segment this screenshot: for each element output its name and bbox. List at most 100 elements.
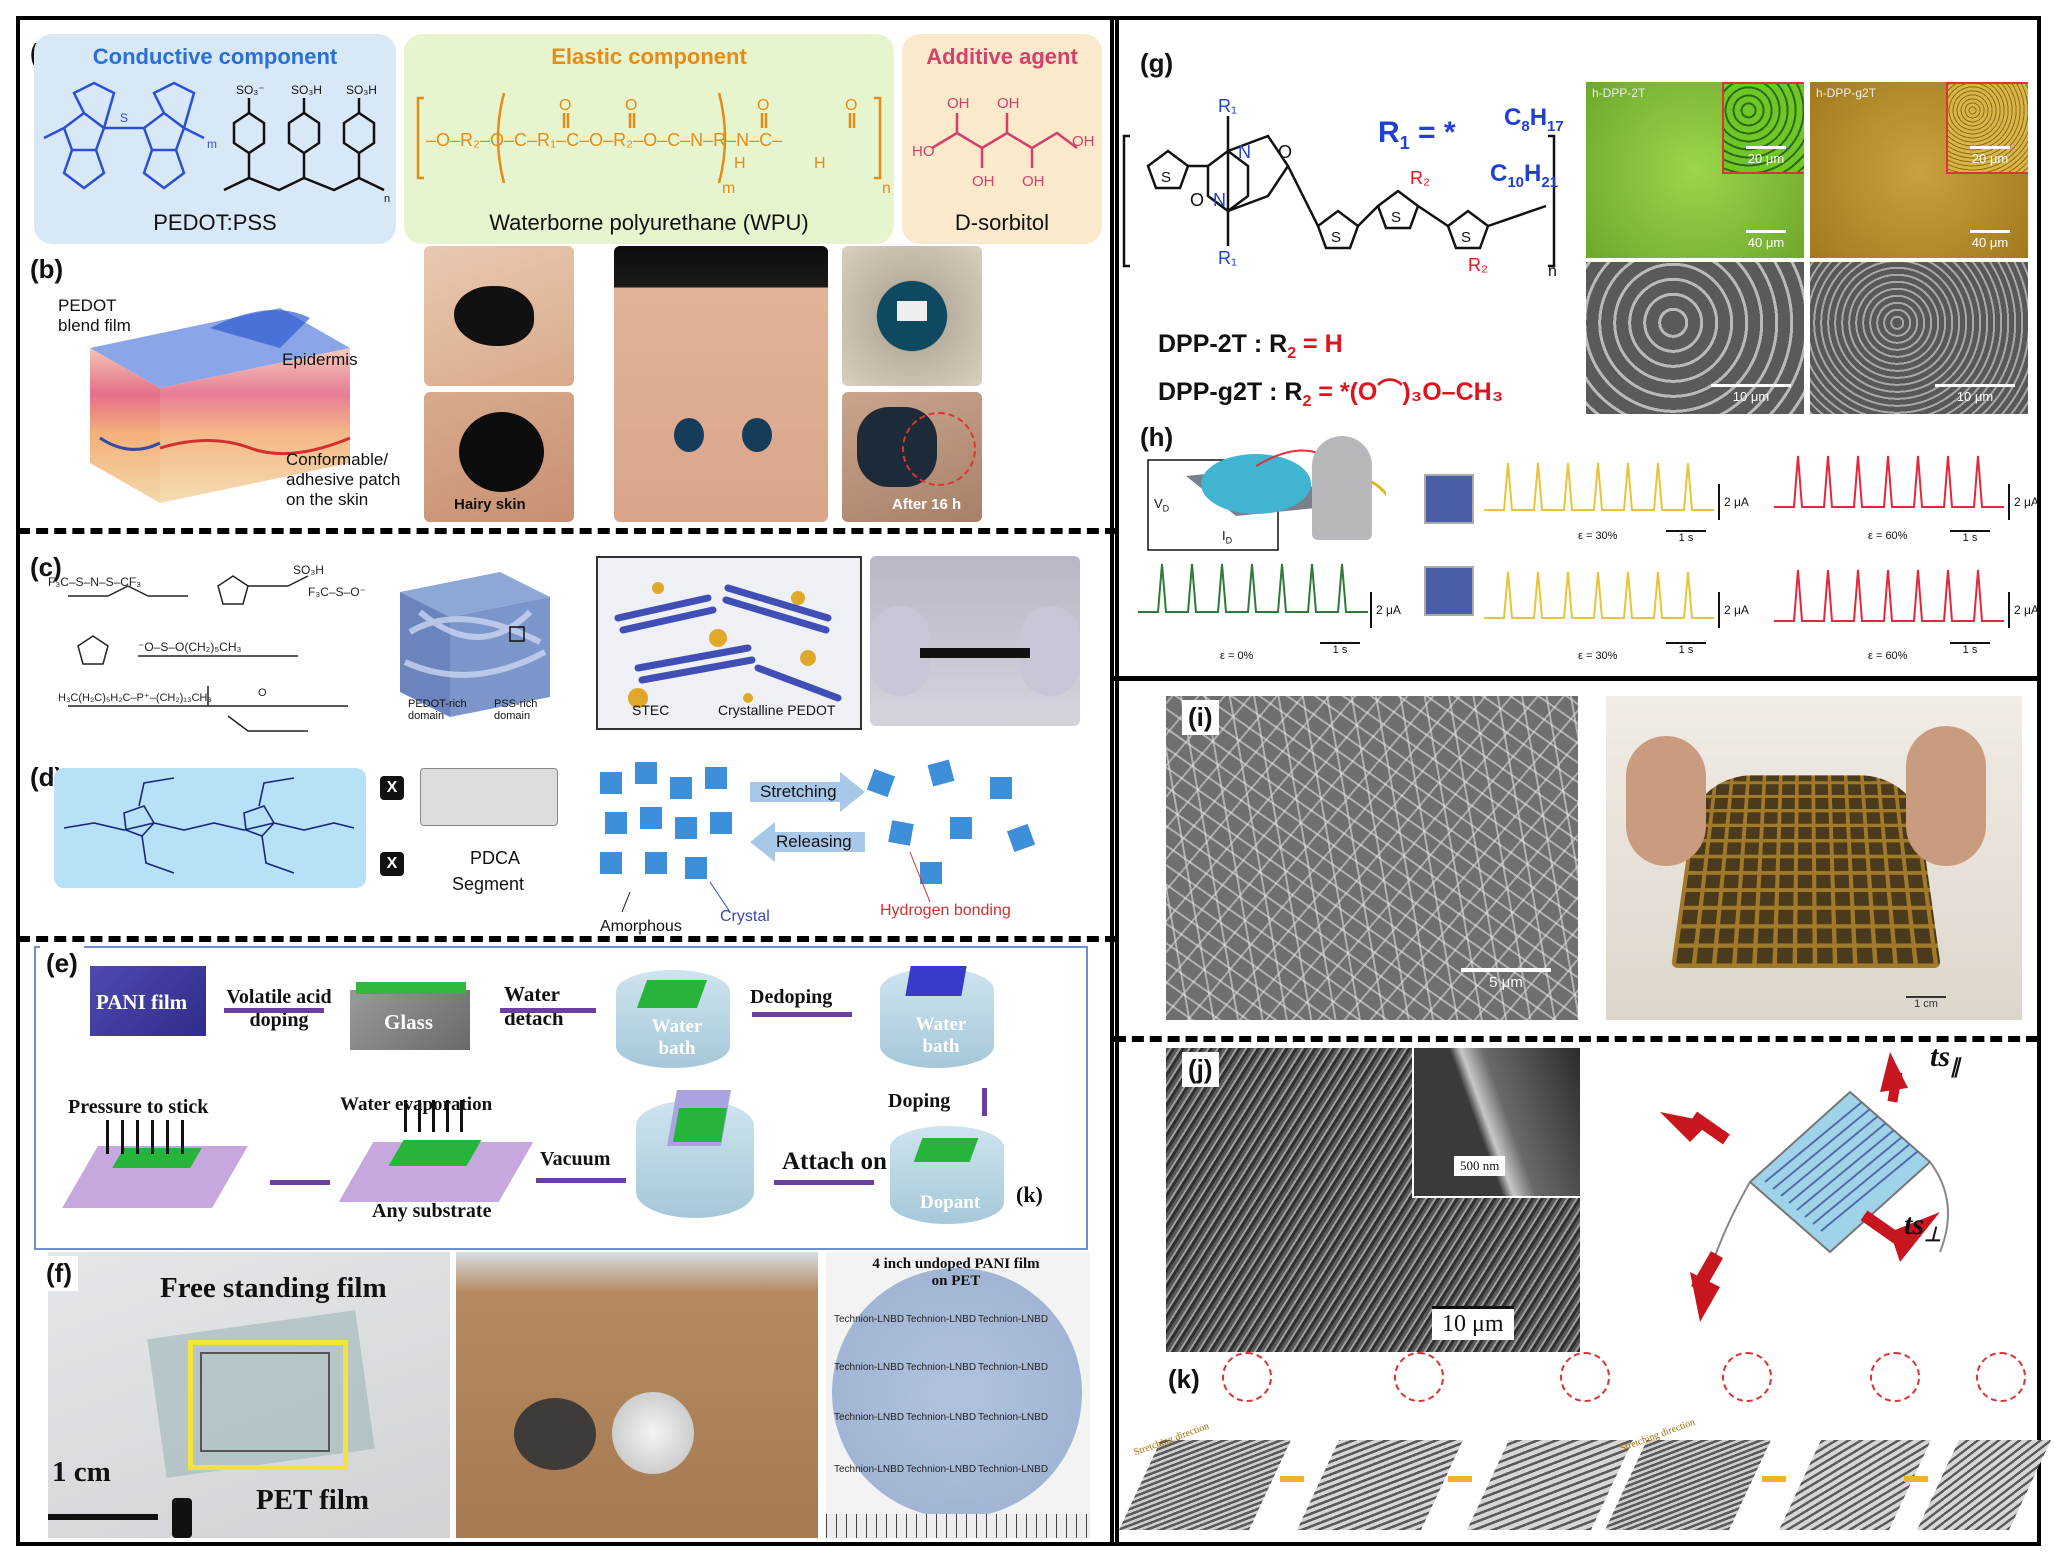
dedoping-label: Dedoping: [750, 986, 833, 1008]
pressure-to-stick-label: Pressure to stick: [68, 1096, 209, 1118]
svg-text:R₂: R₂: [1410, 168, 1430, 188]
k-zoom-6: [1976, 1352, 2026, 1402]
panel-e-frame: [34, 946, 1088, 1250]
stec-crystalline-zoom: STEC Crystalline PEDOT: [596, 556, 862, 730]
ts-parallel-label: ts∥: [1930, 1040, 1961, 1078]
svg-text:O: O: [1190, 190, 1204, 210]
panel-g-label: (g): [1134, 46, 1180, 81]
watermark-5: Technion-LNBD: [906, 1362, 977, 1373]
arrow-5: [536, 1178, 626, 1183]
panel-c-label: (c): [24, 550, 68, 585]
g-scale-6: 10 μm: [1930, 384, 2020, 404]
current-bar-5: 2 μA: [2008, 592, 2039, 628]
k-zoom-1: [1222, 1352, 1272, 1402]
svg-text:N: N: [1213, 190, 1226, 210]
svg-text:n: n: [1548, 263, 1557, 280]
current-bar-1: 2 μA: [1718, 484, 1749, 520]
g-scale-3: 20 μm: [1960, 146, 2020, 166]
watermark-7: Technion-LNBD: [834, 1412, 905, 1423]
polymer-backbone-box: [54, 768, 366, 888]
svg-text:m: m: [722, 180, 735, 197]
free-standing-film-photo: [48, 1252, 450, 1538]
pani-film-label: PANI film: [96, 990, 188, 1014]
g-scale-1: 20 μm: [1736, 146, 1796, 166]
attach-on-label: Attach on: [782, 1148, 887, 1175]
time-bar-4: 1 s: [1666, 642, 1706, 656]
svg-text:R₂: R₂: [1468, 255, 1488, 275]
dpp-2t-label: DPP-2T : R: [1158, 330, 1288, 358]
additive-agent-box: Additive agent HO OH OH OH OH OH D-sorbi…: [902, 34, 1102, 244]
svg-text:S: S: [1461, 229, 1471, 246]
nanofiber-sem: 5 μm: [1166, 696, 1578, 1020]
svg-text:O: O: [845, 97, 857, 114]
k-arrow-4: [1904, 1476, 1928, 1482]
svg-text:N: N: [1238, 142, 1251, 162]
signal-trace-red-1: [1774, 455, 2004, 508]
panel-f-label: (f): [40, 1256, 78, 1291]
time-bar-3: 1 s: [1320, 642, 1360, 656]
svg-text:O: O: [757, 97, 769, 114]
panel-k-label: (k): [1162, 1362, 1206, 1397]
divider-b-c: [18, 528, 1117, 534]
inner-k-label: (k): [1016, 1182, 1043, 1207]
x-label-2: X: [380, 852, 404, 876]
peeling-photo: [424, 246, 574, 386]
crystal-label: Crystal: [720, 908, 770, 925]
watermark-1: Technion-LNBD: [834, 1314, 905, 1325]
current-bar-4: 2 μA: [1718, 592, 1749, 628]
k-zoom-2: [1394, 1352, 1444, 1402]
stretch-device-2: [1424, 566, 1474, 616]
svg-text:–O–R₂–O–C–R₁–C–O–R₂–O–C–N–R–N–: –O–R₂–O–C–R₁–C–O–R₂–O–C–N–R–N–C–: [426, 130, 782, 150]
strain-30-par: ε = 30%: [1578, 530, 1618, 542]
svg-text:OH: OH: [997, 95, 1020, 112]
svg-text:F₃C–S–O⁻: F₃C–S–O⁻: [308, 585, 366, 599]
patch-closeup-photo: [842, 246, 982, 386]
current-bar-2: 2 μA: [2008, 484, 2040, 520]
h-dpp-g2t-label: h-DPP-g2T: [1816, 86, 1877, 100]
svg-text:SO₃⁻: SO₃⁻: [236, 83, 265, 97]
hydrogen-bonding-label: Hydrogen bonding: [880, 902, 1011, 919]
epidermis-label: Epidermis: [282, 350, 358, 369]
r1-definition: R1 = *: [1378, 116, 1456, 153]
pedot-rich-label: PEDOT-rich domain: [408, 698, 467, 722]
svg-text:HO: HO: [912, 143, 935, 160]
svg-text:⁻O–S–O(CH₂)₅CH₃: ⁻O–S–O(CH₂)₅CH₃: [138, 640, 242, 654]
dopant-label: Dopant: [920, 1192, 981, 1213]
i-scale: 5 μm: [1456, 968, 1556, 991]
water-bath-label-2: Water bath: [915, 1014, 967, 1057]
g-scale-4: 40 μm: [1960, 230, 2020, 250]
right-bottom-frame: [1110, 676, 2041, 1546]
watermark-2: Technion-LNBD: [906, 1314, 977, 1325]
panel-b-label: (b): [24, 252, 70, 287]
svg-text:H₃C(H₂C)₅H₂C–P⁺–(CH₂)₁₃CH₃: H₃C(H₂C)₅H₂C–P⁺–(CH₂)₁₃CH₃: [58, 692, 212, 704]
svg-text:H: H: [734, 155, 746, 172]
k-zoom-5: [1870, 1352, 1920, 1402]
pedot-pss-caption: PEDOT:PSS: [153, 210, 277, 235]
water-detach-label: Water detach: [504, 982, 564, 1030]
svg-text:S: S: [1331, 229, 1341, 246]
aligned-nanofiber-sem: 500 nm 10 μm: [1166, 1048, 1580, 1352]
d-sorbitol-caption: D-sorbitol: [954, 210, 1050, 235]
pdca-structure-box: [420, 768, 558, 826]
arrow-6: [270, 1180, 330, 1185]
watermark-10: Technion-LNBD: [834, 1464, 905, 1475]
watermark-8: Technion-LNBD: [906, 1412, 977, 1423]
svg-text:R₁: R₁: [1218, 96, 1237, 116]
ionic-additive-structures: F₃C–S–N–S–CF₃ SO₃H F₃C–S–O⁻ ⁻O–S–O(CH₂)₅…: [48, 563, 366, 732]
strain-30-perp: ε = 30%: [1578, 650, 1618, 662]
svg-text:O: O: [258, 687, 267, 699]
stretching-label: Stretching: [760, 782, 837, 801]
panel-h-label: (h): [1134, 420, 1180, 455]
dpp-polymer-structure: S S S S N N O O R₁ R₁ R₂ R₂ n: [1122, 96, 1557, 280]
pani-on-pet-title: 4 inch undoped PANI film on PET: [872, 1256, 1040, 1289]
stretchable-mesh-photo: 1 cm: [1606, 696, 2022, 1020]
svg-text:SO₃H: SO₃H: [346, 83, 377, 97]
strain-60-perp: ε = 60%: [1868, 650, 1908, 662]
dpp-2t-value: = H: [1303, 330, 1343, 358]
wpu-structure: –O–R₂–O–C–R₁–C–O–R₂–O–C–N–R–N–C– O O O O…: [416, 92, 891, 197]
dpp-2t-definition: DPP-2T : R2 = H: [1158, 330, 1343, 362]
signal-trace-yellow-1: [1484, 462, 1714, 511]
k-zoom-4: [1722, 1352, 1772, 1402]
ts-perp-label: ts⊥: [1904, 1208, 1942, 1246]
divider-d-e: [18, 936, 1117, 942]
